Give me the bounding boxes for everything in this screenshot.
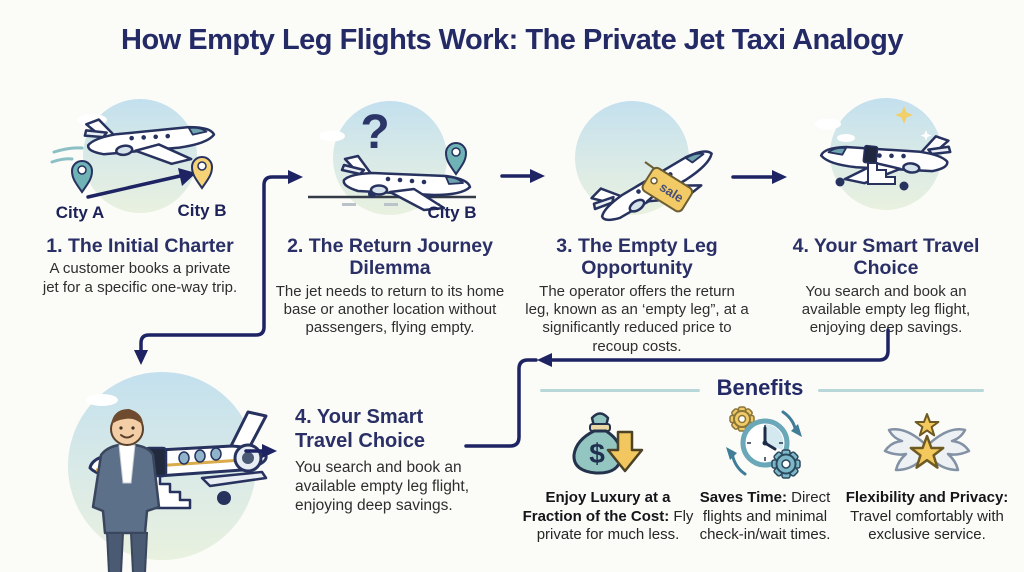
city-a-label: City A (56, 203, 105, 222)
benefit-flexibility: Flexibility and Privacy: Travel comforta… (838, 408, 1016, 545)
benefits-divider-right (818, 389, 984, 392)
step-1-heading: 1. The Initial Charter (46, 235, 234, 257)
step-1-body: A customer books a private jet for a spe… (42, 260, 238, 296)
jet-sale-tag-icon: sale (575, 101, 726, 244)
step-1: City A City B 1. The Initial Charter A c… (25, 96, 255, 297)
star-large-icon (909, 434, 945, 469)
clock-gears-icon (726, 406, 802, 479)
stairs-shape (867, 162, 896, 185)
step-3-heading: 3. The Empty Leg Opportunity (556, 235, 718, 280)
sparkle-icon (895, 106, 913, 124)
benefit-cost-text: Fly private for much less. (536, 507, 694, 544)
benefit-cost-lead: Enjoy Luxury at a Fraction of the Cost: (522, 489, 671, 525)
step-2-heading: 2. The Return Journey Dilemma (287, 235, 493, 280)
traveler-with-jet-illustration (68, 372, 268, 572)
sale-tag: sale (641, 166, 694, 213)
gear-small-icon (729, 406, 755, 432)
step-4-heading: 4. Your Smart Travel Choice (792, 235, 980, 280)
step-2: ? City B 2. The Return Journey Dilemma T… (275, 96, 505, 338)
stairs-shape (148, 474, 192, 510)
price-down-arrow-icon (606, 430, 644, 473)
winged-stars-icon (883, 413, 971, 472)
city-b-label: City B (177, 201, 226, 220)
benefit-flex-lead: Flexibility and Privacy: (845, 489, 1009, 506)
step-4: 4. Your Smart Travel Choice You search a… (775, 96, 997, 338)
bottom-step-4: 4. Your Smart Travel Choice You search a… (295, 406, 490, 516)
page-title: How Empty Leg Flights Work: The Private … (121, 24, 904, 56)
star-small-icon (914, 413, 940, 437)
bottom-step-4-heading: 4. Your Smart Travel Choice (295, 406, 426, 452)
svg-text:$: $ (589, 438, 605, 469)
benefit-time-lead: Saves Time: (699, 489, 787, 506)
step-3: sale 3. The Empty Leg Opportunity The op… (523, 96, 751, 356)
benefit-cost: $ Enjoy Luxury at a Fraction of the Cost… (520, 406, 696, 545)
jet-flying-icon: City A City B (50, 99, 227, 222)
step-2-body: The jet needs to return to its home base… (275, 282, 505, 337)
benefits-divider-left (540, 389, 700, 392)
benefit-time: Saves Time: Direct flights and minimal c… (690, 404, 840, 545)
jet-arrival-stairs-icon (815, 98, 953, 210)
traveler-figure (91, 409, 161, 572)
step-3-body: The operator offers the return leg, know… (525, 282, 749, 355)
gear-large-icon (771, 449, 801, 479)
benefit-flex-text: Travel comfortably with exclusive servic… (850, 507, 1004, 544)
map-pin-city-b-icon (190, 156, 214, 190)
map-pin-city-a-icon (70, 160, 94, 194)
bottom-step-4-body: You search and book an available empty l… (295, 459, 470, 514)
city-b-label: City B (427, 203, 476, 222)
benefit-time-text: Direct flights and minimal check-in/wait… (699, 489, 831, 544)
jet-grounded-icon: ? City B (308, 101, 477, 222)
step-4-body: You search and book an available empty l… (801, 282, 971, 337)
question-mark: ? (360, 106, 389, 159)
arrowhead-into-choice (262, 444, 277, 458)
arrowhead-down-to-traveler (134, 350, 148, 365)
money-bag-discount-icon: $ (572, 412, 644, 475)
map-pin-city-b-icon (444, 142, 468, 176)
benefits-title: Benefits (716, 375, 804, 400)
